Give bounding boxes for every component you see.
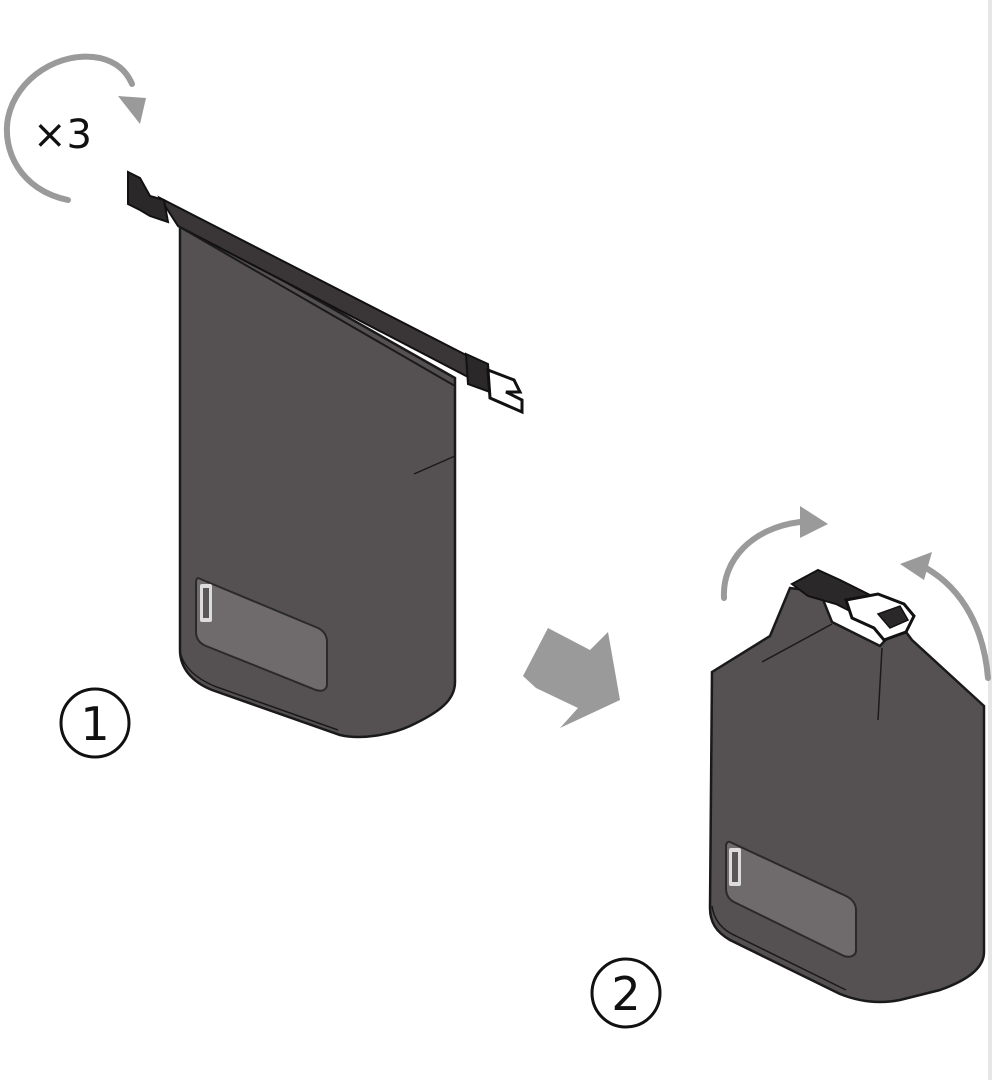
- step-1-number: 1: [80, 697, 109, 751]
- curl-arrow-head-icon: [800, 506, 828, 538]
- brand-logo-icon: [200, 584, 212, 622]
- step-2-number: 2: [611, 967, 640, 1021]
- buckle-icon: [127, 170, 170, 224]
- flow-arrow-icon: [523, 628, 620, 728]
- rotate-arrow-head-icon: [118, 96, 146, 124]
- brand-logo-icon: [729, 848, 741, 886]
- rotate-arrow-icon: [4, 53, 135, 203]
- bag-crease: [877, 647, 883, 721]
- bag-bottom-seam: [711, 905, 847, 991]
- curl-arrow-head-icon: [900, 552, 932, 580]
- bag-clear-window: [195, 576, 328, 692]
- bag-crease: [413, 455, 456, 475]
- buckle-icon: [464, 352, 524, 415]
- roll-count-label: ×3: [33, 112, 92, 158]
- image-right-edge: [988, 0, 992, 1080]
- step-2-marker: 2: [590, 957, 662, 1029]
- bag-crease: [761, 623, 833, 663]
- bag-clear-window: [725, 840, 857, 958]
- step-1-marker: 1: [59, 687, 131, 759]
- bag-step-2: [708, 506, 991, 1004]
- curl-arrow-icon: [720, 519, 803, 601]
- roll-rotation-indicator: ×3: [4, 53, 146, 203]
- curl-arrow-icon: [923, 565, 991, 681]
- bag-top-seam: [177, 225, 456, 387]
- bag-step-1: [127, 170, 524, 739]
- bag-bottom-seam: [179, 651, 339, 731]
- buckle-icon: [790, 568, 916, 642]
